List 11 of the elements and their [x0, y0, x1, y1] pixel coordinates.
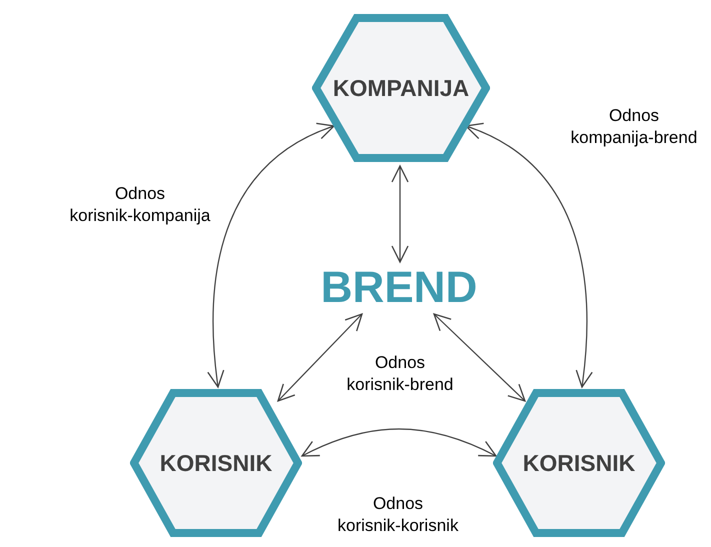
- double-arrow: [301, 428, 497, 457]
- double-arrow: [465, 124, 592, 388]
- hexagon-label: KORISNIK: [522, 452, 636, 474]
- relation-label: Odnos korisnik-brend: [346, 352, 454, 396]
- center-title: BREND: [320, 266, 478, 310]
- double-arrow: [208, 124, 335, 388]
- hexagon-label: KORISNIK: [160, 452, 272, 474]
- double-arrow: [277, 313, 363, 402]
- double-arrow: [433, 313, 526, 402]
- hexagon-label: KOMPANIJA: [332, 76, 470, 100]
- double-arrow: [391, 165, 409, 263]
